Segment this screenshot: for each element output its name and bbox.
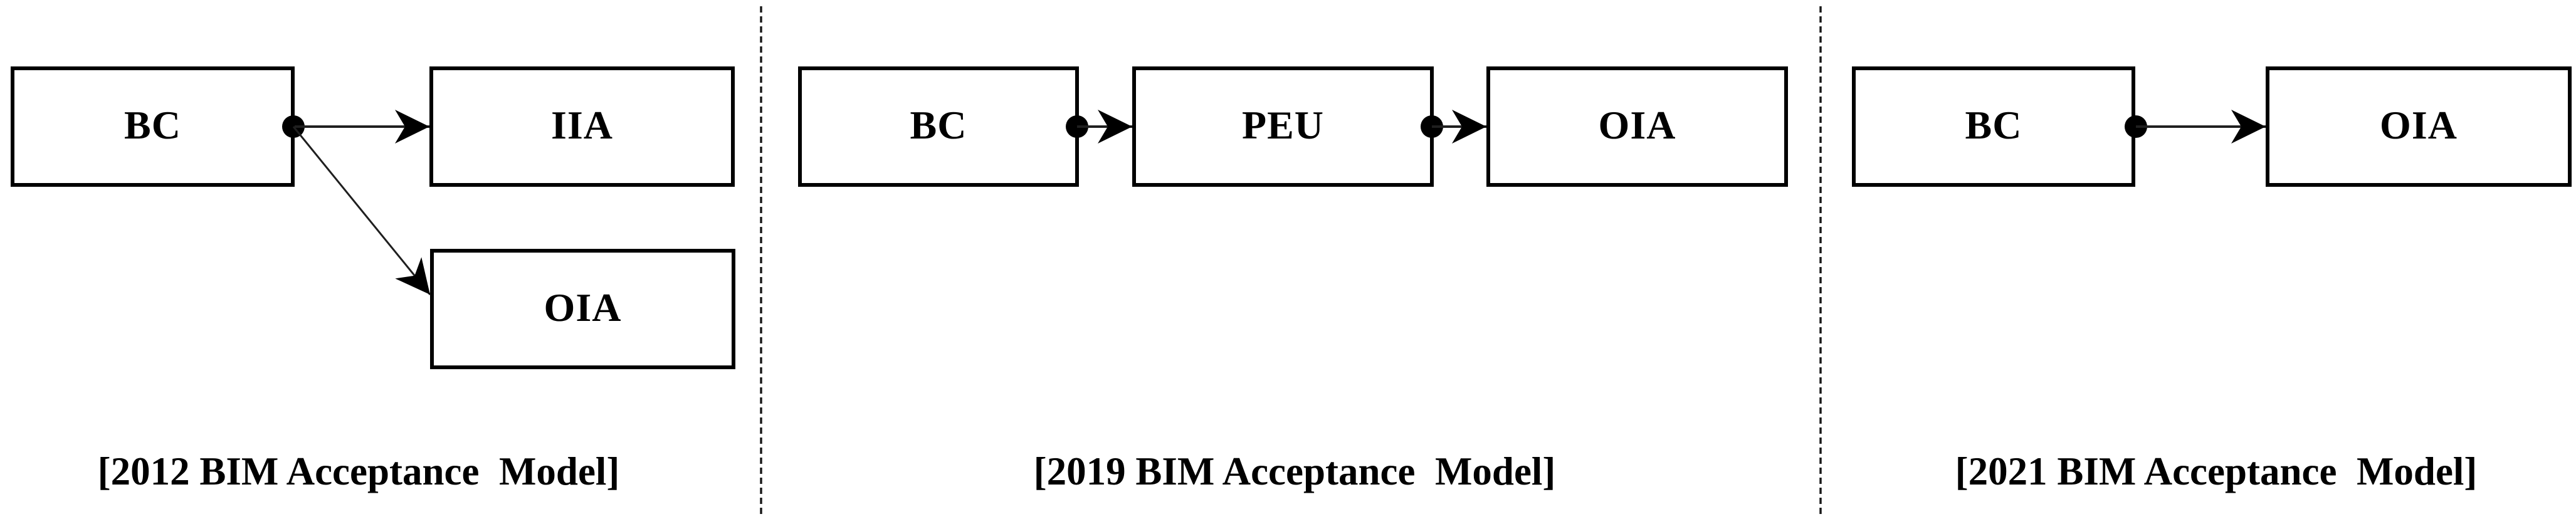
- box-bc-2012: BC: [11, 66, 295, 187]
- arrow-bc-to-oia-2012: [292, 126, 431, 295]
- box-bc-2021: BC: [1852, 66, 2135, 187]
- box-oia-2012-label: OIA: [544, 285, 622, 330]
- box-oia-2012: OIA: [430, 249, 735, 369]
- box-bc-2021-label: BC: [1965, 103, 2022, 147]
- box-bc-2019: BC: [798, 66, 1079, 187]
- box-peu-2019-label: PEU: [1242, 103, 1324, 147]
- box-bc-2019-label: BC: [910, 103, 967, 147]
- box-oia-2019: OIA: [1486, 66, 1788, 187]
- caption-2021-model: [2021 BIM Acceptance Model]: [1955, 449, 2478, 493]
- box-oia-2019-label: OIA: [1598, 103, 1676, 147]
- box-peu-2019: PEU: [1132, 66, 1434, 187]
- box-oia-2021: OIA: [2266, 66, 2572, 187]
- caption-2019-model: [2019 BIM Acceptance Model]: [1033, 449, 1556, 493]
- caption-2012-model: [2012 BIM Acceptance Model]: [97, 449, 620, 493]
- box-bc-2012-label: BC: [124, 103, 181, 147]
- box-oia-2021-label: OIA: [2380, 103, 2458, 147]
- box-iia-2012: IIA: [429, 66, 735, 187]
- box-iia-2012-label: IIA: [550, 103, 614, 147]
